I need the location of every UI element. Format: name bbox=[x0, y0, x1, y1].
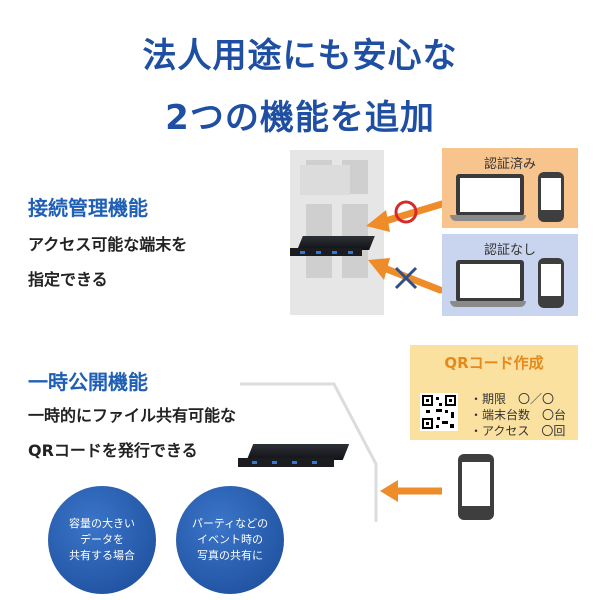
phone-icon bbox=[538, 258, 564, 308]
auth-ok-label: 認証済み bbox=[483, 157, 536, 172]
usecase-circle-event-photos: パーティなどの イベント時の 写真の共有に bbox=[176, 486, 284, 594]
qr-title: QRコード作成 bbox=[444, 354, 544, 372]
headline-line-2: 2つの機能を追加 bbox=[165, 98, 435, 138]
auth-arrows bbox=[366, 200, 446, 294]
qr-item-access: ・アクセス 〇回 bbox=[470, 424, 566, 438]
nas-device-front bbox=[238, 458, 334, 467]
connector-line bbox=[240, 382, 378, 522]
section1-desc-line2: 指定できる bbox=[28, 270, 108, 289]
share-arrow-icon bbox=[380, 480, 442, 502]
laptop-icon bbox=[456, 174, 524, 216]
qr-item-devices: ・端末台数 〇台 bbox=[470, 408, 567, 422]
qr-item-period: ・期限 〇／〇 bbox=[470, 392, 555, 406]
section1-title: 接続管理機能 bbox=[28, 196, 148, 220]
section2-desc-line1: 一時的にファイル共有可能な bbox=[28, 406, 237, 425]
section2-desc-line2: QRコードを発行できる bbox=[28, 441, 198, 460]
nas-device-front bbox=[290, 248, 362, 256]
laptop-icon bbox=[456, 260, 524, 302]
cross-ng-icon bbox=[394, 266, 418, 290]
section2-title: 一時公開機能 bbox=[28, 370, 148, 394]
auth-ok-card: 認証済み bbox=[442, 148, 578, 228]
building-roof bbox=[300, 165, 350, 195]
qr-code-icon bbox=[420, 393, 458, 431]
smartphone-icon bbox=[458, 454, 494, 520]
auth-ng-card: 認証なし bbox=[442, 234, 578, 316]
auth-ng-label: 認証なし bbox=[483, 243, 536, 258]
check-ok-icon bbox=[394, 200, 418, 224]
headline-line-1: 法人用途にも安心な bbox=[142, 36, 458, 76]
section1-desc-line1: アクセス可能な端末を bbox=[28, 235, 188, 254]
phone-icon bbox=[538, 172, 564, 222]
usecase-circle-large-data: 容量の大きい データを 共有する場合 bbox=[48, 486, 156, 594]
